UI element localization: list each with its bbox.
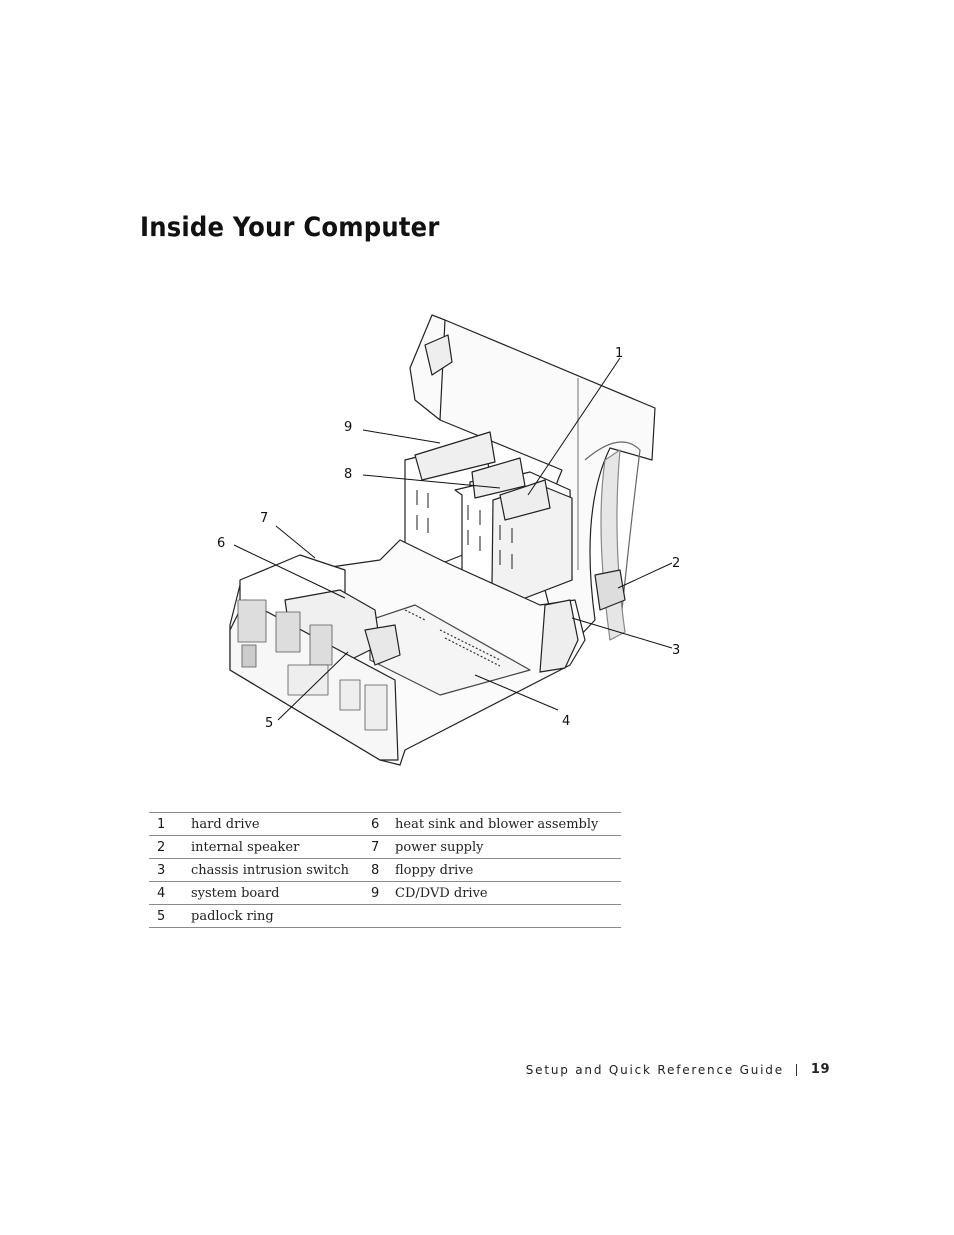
leader-line-6 bbox=[233, 544, 346, 599]
page-title: Inside Your Computer bbox=[140, 212, 440, 243]
guide-title: Setup and Quick Reference Guide bbox=[525, 1062, 784, 1077]
computer-interior-illustration: 1 2 3 4 5 6 7 8 9 bbox=[200, 300, 690, 775]
leader-line-2 bbox=[617, 562, 673, 589]
legend-label: floppy drive bbox=[395, 858, 621, 882]
legend-label: hard drive bbox=[191, 812, 361, 836]
table-row: 3 chassis intrusion switch 8 floppy driv… bbox=[149, 858, 621, 882]
callout-legend-table: 1 hard drive 6 heat sink and blower asse… bbox=[149, 812, 621, 928]
table-row: 1 hard drive 6 heat sink and blower asse… bbox=[149, 812, 621, 836]
leader-line-3 bbox=[571, 617, 673, 649]
callout-2: 2 bbox=[672, 556, 680, 571]
leader-line-8 bbox=[362, 474, 501, 489]
legend-label: power supply bbox=[395, 835, 621, 859]
legend-number: 3 bbox=[149, 858, 191, 882]
callout-4: 4 bbox=[562, 714, 570, 729]
callout-7: 7 bbox=[260, 511, 268, 526]
page-footer: Setup and Quick Reference Guide 19 bbox=[526, 1062, 830, 1077]
callout-8: 8 bbox=[344, 467, 352, 482]
table-row: 5 padlock ring bbox=[149, 904, 621, 928]
page-number: 19 bbox=[810, 1062, 830, 1077]
legend-label bbox=[395, 904, 621, 928]
legend-number: 7 bbox=[361, 835, 395, 859]
leader-line-7 bbox=[275, 525, 316, 559]
legend-number bbox=[361, 904, 395, 928]
callout-6: 6 bbox=[217, 536, 225, 551]
leader-line-9 bbox=[362, 429, 441, 444]
legend-number: 1 bbox=[149, 812, 191, 836]
legend-number: 2 bbox=[149, 835, 191, 859]
legend-number: 5 bbox=[149, 904, 191, 928]
legend-label: padlock ring bbox=[191, 904, 361, 928]
legend-number: 8 bbox=[361, 858, 395, 882]
leader-line-5 bbox=[277, 651, 349, 721]
computer-interior-drawing: 1 2 3 4 5 6 7 8 9 bbox=[217, 314, 680, 766]
callout-5: 5 bbox=[265, 716, 273, 731]
legend-number: 6 bbox=[361, 812, 395, 836]
legend-label: CD/DVD drive bbox=[395, 881, 621, 905]
leader-line-4 bbox=[474, 674, 559, 711]
table-row: 2 internal speaker 7 power supply bbox=[149, 835, 621, 859]
legend-label: internal speaker bbox=[191, 835, 361, 859]
legend-number: 9 bbox=[361, 881, 395, 905]
table-row: 4 system board 9 CD/DVD drive bbox=[149, 881, 621, 905]
leader-line-1 bbox=[527, 357, 621, 496]
callout-1: 1 bbox=[615, 346, 623, 361]
callout-9: 9 bbox=[344, 420, 352, 435]
legend-label: system board bbox=[191, 881, 361, 905]
legend-label: chassis intrusion switch bbox=[191, 858, 361, 882]
footer-divider bbox=[795, 1063, 797, 1076]
callout-3: 3 bbox=[672, 643, 680, 658]
legend-label: heat sink and blower assembly bbox=[395, 812, 621, 836]
legend-number: 4 bbox=[149, 881, 191, 905]
